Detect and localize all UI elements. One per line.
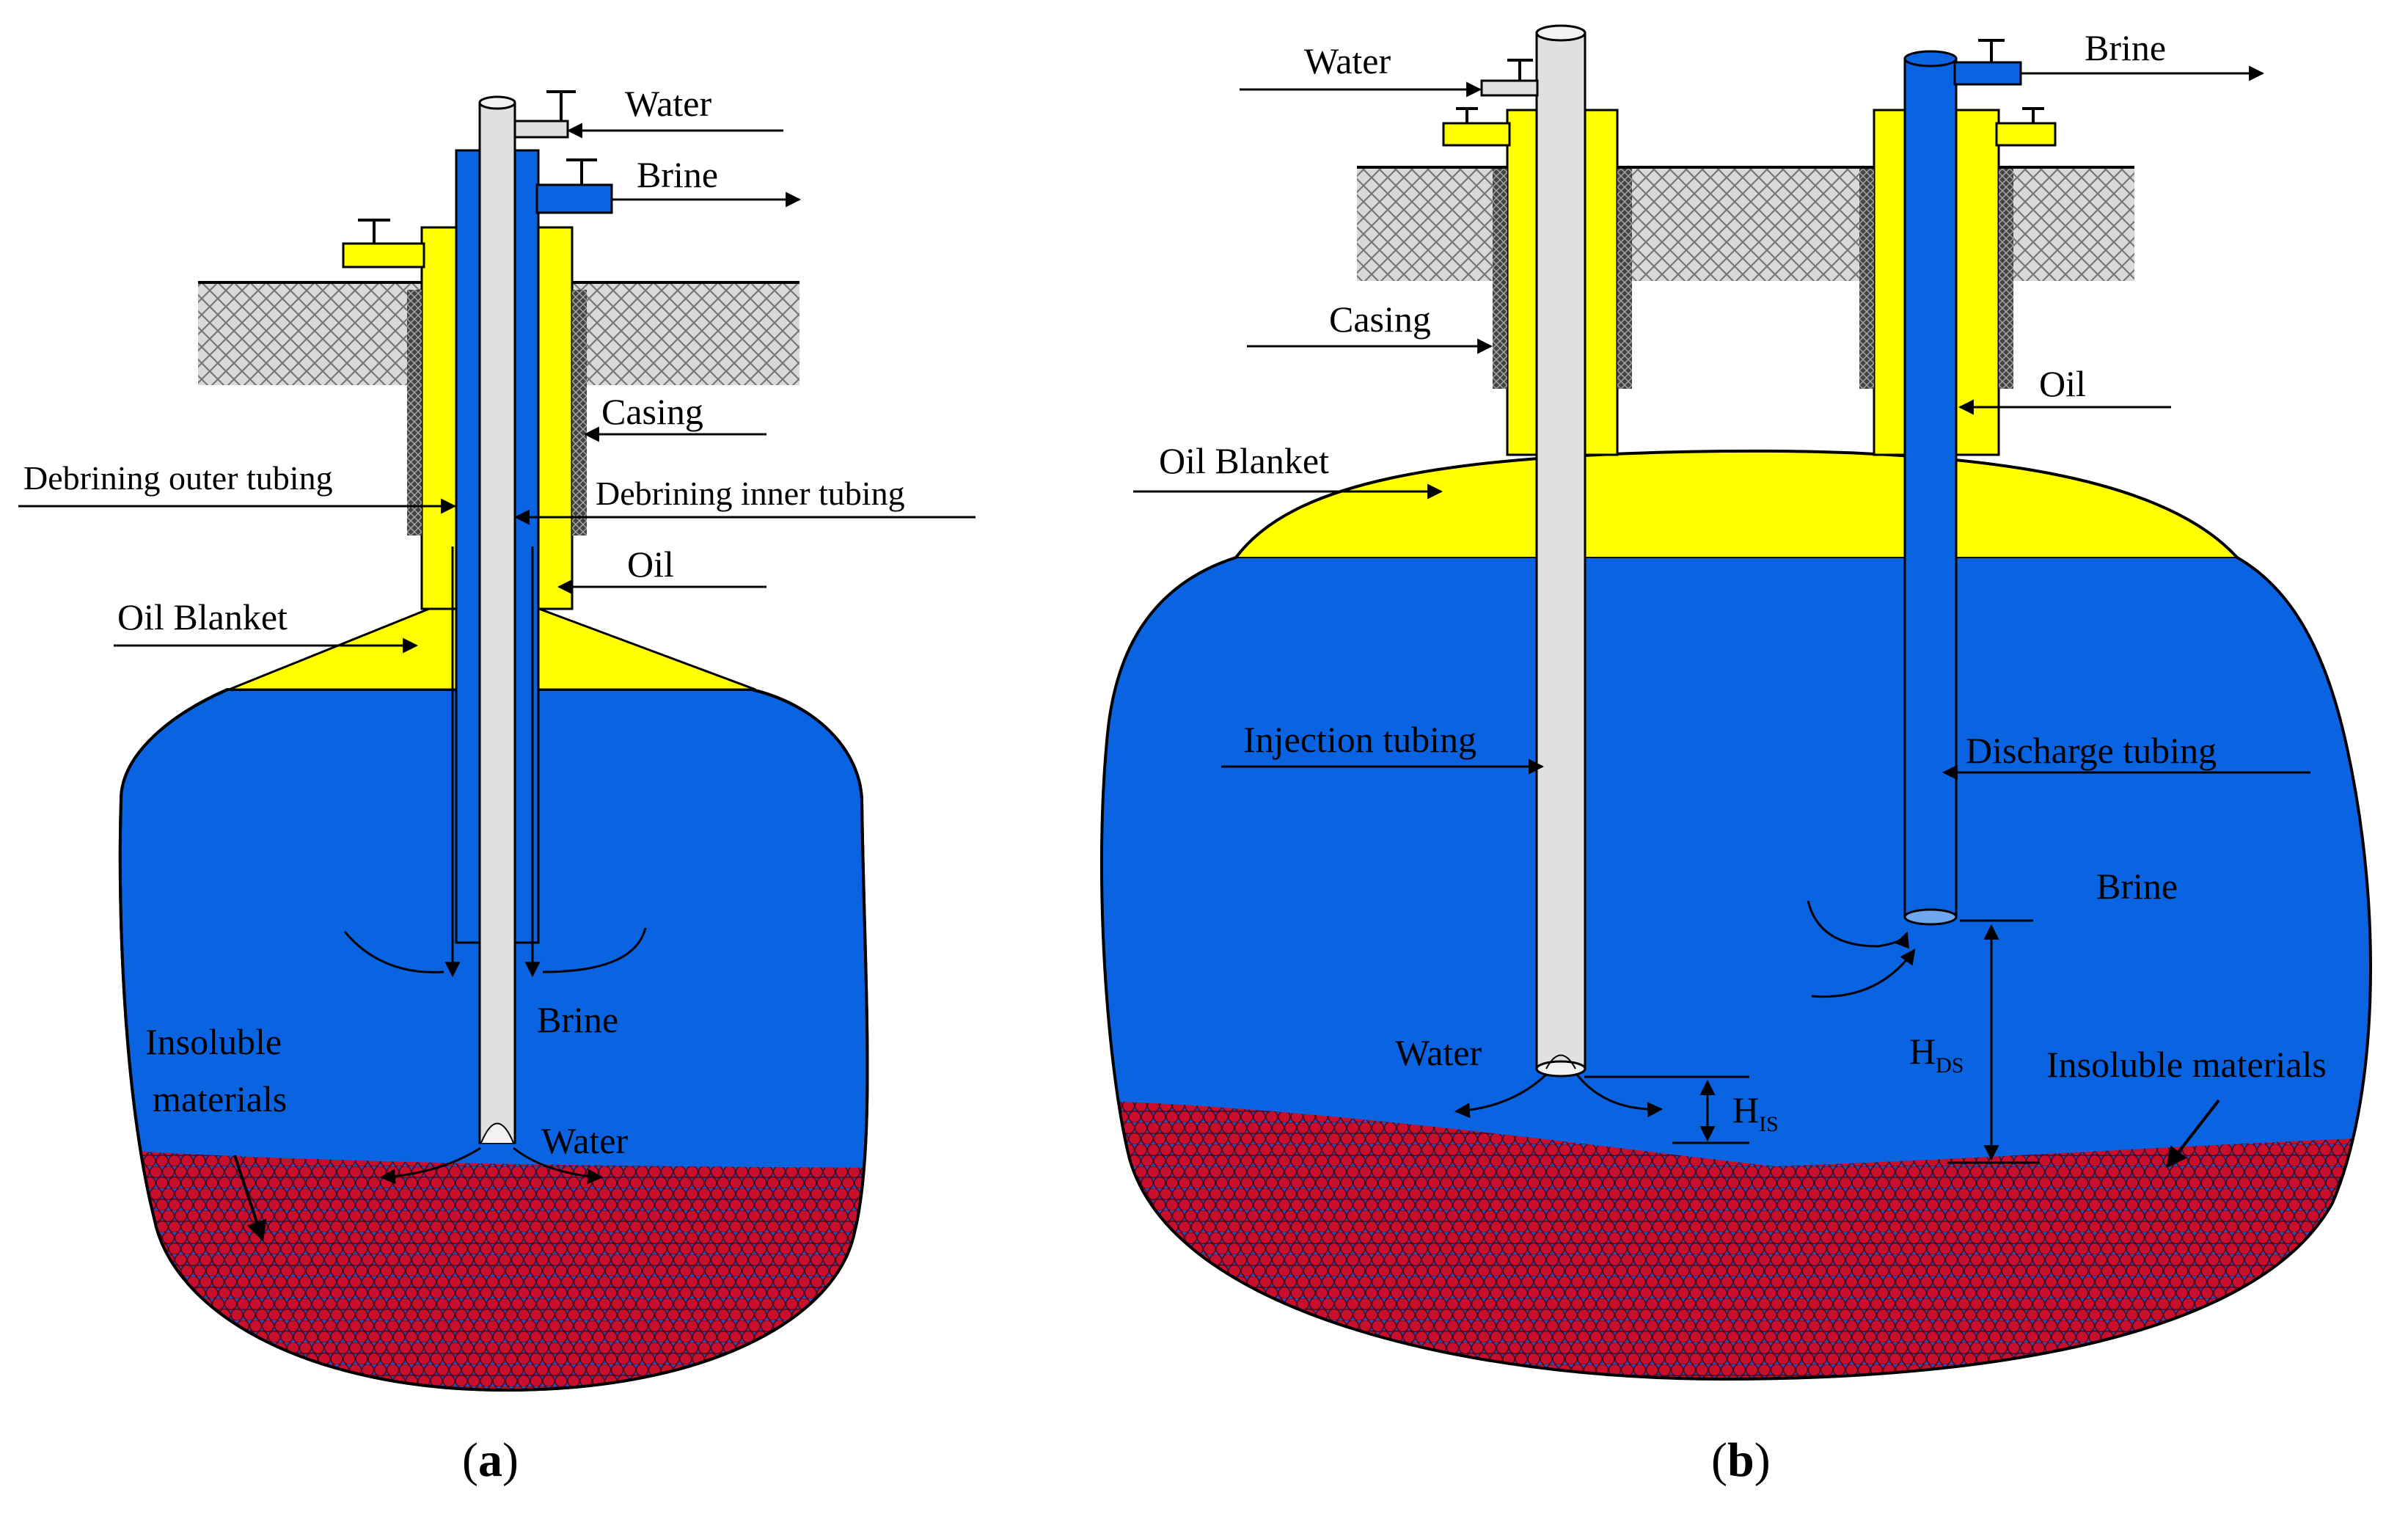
label-discharge-tubing-b: Discharge tubing: [1966, 730, 2217, 771]
label-insoluble-b: Insoluble materials: [2046, 1044, 2327, 1085]
ground-b: [1357, 167, 2134, 281]
label-brine-a: Brine: [537, 999, 618, 1040]
casing-wall-left-2-b: [1617, 169, 1632, 389]
label-oil-a: Oil: [627, 544, 674, 585]
label-h-is-b: HIS: [1732, 1089, 1779, 1136]
label-insoluble-1-a: Insoluble: [145, 1021, 282, 1062]
label-brine-out-b: Brine: [2085, 27, 2166, 68]
label-water-b: Water: [1395, 1032, 1482, 1073]
panel-b: Water Brine Casing Oil Oil Blanket Injec…: [1099, 24, 2372, 1487]
casing-wall-right-2-b: [1999, 169, 2013, 389]
casing-wall-right-a: [572, 290, 587, 535]
casing-wall-right-1-b: [1859, 169, 1874, 389]
injection-tubing-b: [1535, 32, 1587, 1070]
caption-b: (b): [1711, 1433, 1771, 1487]
discharge-tubing-b: [1903, 57, 1958, 918]
label-oil-blanket-a: Oil Blanket: [117, 596, 288, 637]
label-insoluble-2-a: materials: [153, 1078, 287, 1119]
label-brine-b: Brine: [2096, 866, 2178, 907]
insoluble-materials-a: [120, 1148, 868, 1390]
label-h-ds-b: HDS: [1909, 1031, 1964, 1078]
caption-a: (a): [462, 1433, 519, 1487]
label-water-in-a: Water: [625, 83, 711, 124]
label-oil-b: Oil: [2039, 363, 2086, 404]
casing-wall-left-a: [407, 290, 422, 535]
inner-tubing-a: [478, 101, 516, 1144]
label-brine-out-a: Brine: [637, 154, 718, 195]
label-outer-tubing-a: Debrining outer tubing: [23, 459, 333, 497]
label-water-in-b: Water: [1304, 40, 1391, 81]
label-inner-tubing-a: Debrining inner tubing: [596, 475, 905, 512]
oil-blanket-b: [1236, 450, 2237, 558]
panel-a: Water Brine Casing Debrining outer tubin…: [18, 83, 976, 1487]
label-oil-blanket-b: Oil Blanket: [1159, 440, 1329, 481]
label-casing-b: Casing: [1329, 299, 1431, 340]
label-injection-tubing-b: Injection tubing: [1243, 719, 1476, 760]
casing-wall-left-1-b: [1493, 169, 1507, 389]
label-water-bottom-a: Water: [541, 1120, 628, 1161]
label-casing-a: Casing: [601, 391, 703, 432]
